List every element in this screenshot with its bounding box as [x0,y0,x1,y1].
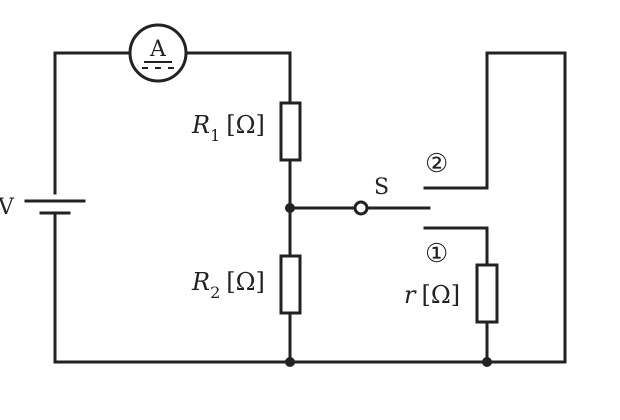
r1-symbol: R [191,111,210,139]
terminal-2-label: ② [425,149,448,179]
r1-subscript: 1 [210,126,220,145]
switch-pivot [353,200,369,216]
voltage-label: V [0,195,15,220]
r1-label: R1 [Ω] [191,111,265,145]
r-symbol: r [404,281,417,309]
resistor-r [475,263,499,324]
switch-label: S [374,175,389,200]
junction-dot-bottom-mid [285,357,295,367]
ammeter-icon [128,23,188,83]
r2-label: R2 [Ω] [191,268,265,302]
wire-terminal-2 [423,51,567,364]
wire-terminal-1 [423,226,489,267]
ammeter-label: A [149,37,167,62]
terminal-1-label: ① [425,239,448,269]
battery-icon [24,199,86,215]
r-unit: [Ω] [421,281,460,309]
r2-unit: [Ω] [226,268,265,296]
r1-unit: [Ω] [226,111,265,139]
r-label: r[Ω] [404,281,460,309]
resistor-r1 [279,101,302,162]
resistor-r2 [279,254,302,315]
r2-symbol: R [191,268,210,296]
r2-subscript: 2 [210,283,220,302]
wire-left-top [53,51,132,195]
